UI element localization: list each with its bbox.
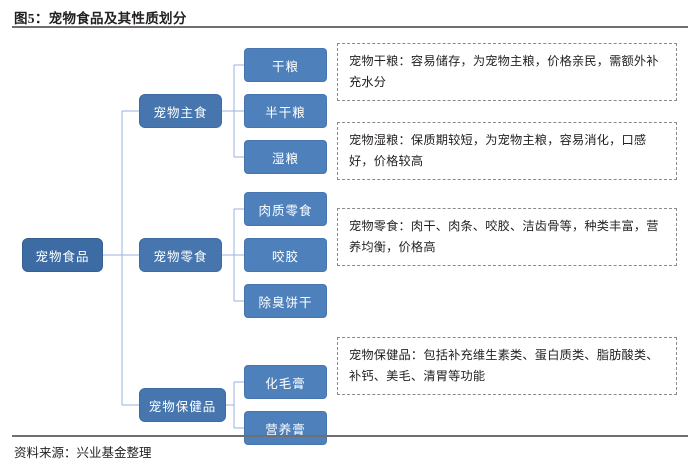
node-hairball-paste[interactable]: 化毛膏	[244, 365, 327, 399]
description-health-products: 宠物保健品：包括补充维生素类、蛋白质类、脂肪酸类、补钙、美毛、清胃等功能	[337, 337, 677, 395]
source-divider	[12, 435, 688, 437]
node-dry-food[interactable]: 干粮	[244, 48, 327, 82]
node-pet-food-root[interactable]: 宠物食品	[22, 238, 103, 272]
figure-source: 资料来源：兴业基金整理	[14, 446, 152, 460]
node-chew-gum[interactable]: 咬胶	[244, 238, 327, 272]
title-divider	[12, 26, 688, 28]
node-nutrition-paste[interactable]: 营养膏	[244, 411, 327, 445]
description-dry-food: 宠物干粮：容易储存，为宠物主粮，价格亲民，需额外补充水分	[337, 43, 677, 101]
node-pet-staple-food[interactable]: 宠物主食	[139, 94, 222, 128]
figure-title: 图5：宠物食品及其性质划分	[14, 11, 187, 26]
node-meat-snacks[interactable]: 肉质零食	[244, 192, 327, 226]
node-deodorizing-biscuit[interactable]: 除臭饼干	[244, 284, 327, 318]
node-wet-food[interactable]: 湿粮	[244, 140, 327, 174]
description-wet-food: 宠物湿粮：保质期较短，为宠物主粮，容易消化，口感好，价格较高	[337, 122, 677, 180]
diagram-canvas: 宠物食品 宠物主食 宠物零食 宠物保健品 干粮 半干粮 湿粮 肉质零食 咬胶 除…	[0, 28, 700, 445]
node-pet-health-products[interactable]: 宠物保健品	[139, 388, 226, 422]
node-semi-dry-food[interactable]: 半干粮	[244, 94, 327, 128]
connector-lines	[103, 64, 244, 429]
description-pet-snacks: 宠物零食：肉干、肉条、咬胶、洁齿骨等，种类丰富，营养均衡，价格高	[337, 208, 677, 266]
node-pet-snacks[interactable]: 宠物零食	[139, 238, 222, 272]
